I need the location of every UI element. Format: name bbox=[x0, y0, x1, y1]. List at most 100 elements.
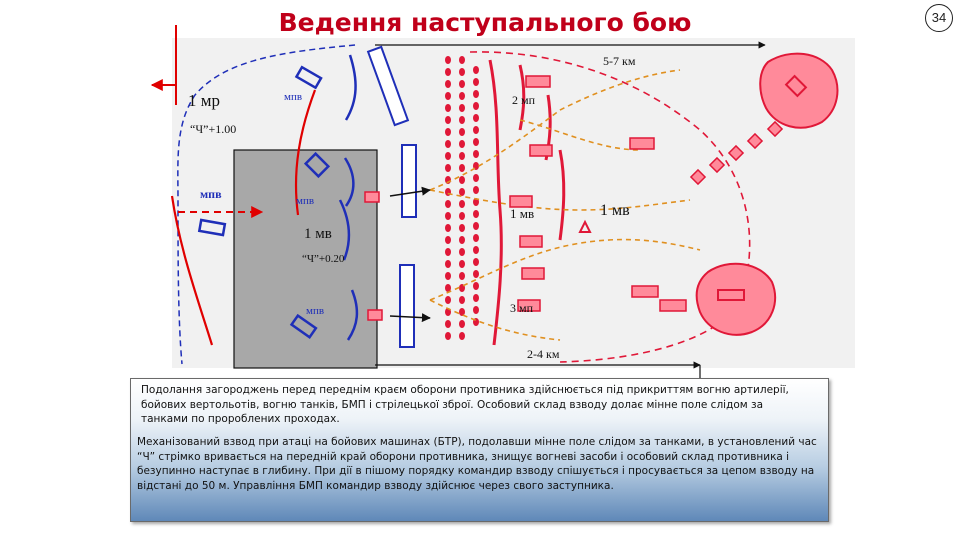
obstacle-dot bbox=[459, 224, 465, 232]
enemy-vehicle bbox=[629, 137, 655, 150]
enemy-vehicle bbox=[519, 235, 543, 248]
obstacle-dot bbox=[459, 260, 465, 268]
obstacle-dot bbox=[459, 236, 465, 244]
enemy-vehicle bbox=[517, 299, 541, 312]
advance-path-3 bbox=[429, 238, 701, 301]
minefield-3 bbox=[399, 264, 415, 348]
bmp-symbol bbox=[197, 218, 227, 237]
obstacle-dot bbox=[473, 282, 479, 290]
obstacle-dot bbox=[459, 92, 465, 100]
label-mpv: мпв bbox=[284, 91, 302, 103]
obstacle-dot bbox=[473, 102, 479, 110]
obstacle-dot bbox=[459, 200, 465, 208]
obstacle-dot bbox=[473, 246, 479, 254]
obstacle-dot bbox=[459, 140, 465, 148]
enemy-marker bbox=[766, 120, 784, 138]
obstacle-dot bbox=[473, 174, 479, 182]
obstacle-dot bbox=[459, 296, 465, 304]
obstacle-dot bbox=[445, 128, 451, 136]
obstacle-dot bbox=[459, 308, 465, 316]
obstacle-dot bbox=[445, 56, 451, 64]
description-paragraph-2: Механізований взвод при атаці на бойових… bbox=[137, 436, 817, 492]
label-time-h1: “Ч”+1.00 bbox=[190, 122, 236, 136]
label-mpv: мпв bbox=[306, 305, 324, 317]
advance-path-1 bbox=[429, 69, 681, 191]
label-unit-mr: 1 мр bbox=[188, 91, 220, 110]
phase-line-curve-bottom bbox=[170, 195, 214, 346]
enemy-trench-2 bbox=[518, 64, 526, 131]
obstacle-dot bbox=[459, 116, 465, 124]
obstacle-dot bbox=[473, 258, 479, 266]
advance-path-5 bbox=[519, 119, 641, 151]
obstacle-dot bbox=[445, 164, 451, 172]
enemy-vehicle bbox=[529, 144, 553, 157]
obstacle-dot bbox=[459, 128, 465, 136]
enemy-marker bbox=[689, 168, 707, 186]
obstacle-dot bbox=[459, 176, 465, 184]
obstacle-dot bbox=[473, 78, 479, 86]
label-enemy-3mp: 3 мп bbox=[510, 301, 534, 315]
obstacle-dot bbox=[445, 236, 451, 244]
obstacle-dot bbox=[473, 90, 479, 98]
label-depth-far: 5-7 км bbox=[603, 54, 636, 68]
enemy-vehicle bbox=[509, 195, 533, 208]
obstacle-dot bbox=[459, 332, 465, 340]
assault-markers bbox=[364, 186, 592, 323]
enemy-trench-4 bbox=[558, 149, 566, 241]
label-enemy-1mv: 1 мв bbox=[510, 206, 534, 221]
label-enemy-2mp: 2 мп bbox=[512, 93, 536, 107]
minefield-1 bbox=[366, 45, 410, 127]
obstacle-dot bbox=[459, 188, 465, 196]
obstacle-dot bbox=[445, 248, 451, 256]
obstacle-dot bbox=[445, 116, 451, 124]
enemy-observation-post bbox=[578, 219, 592, 233]
friendly-trench-2 bbox=[343, 157, 355, 207]
enemy-marker bbox=[708, 156, 726, 174]
bmp-symbol bbox=[294, 65, 323, 90]
enemy-reserve-top bbox=[759, 52, 839, 129]
obstacle-dot bbox=[473, 150, 479, 158]
obstacle-dot bbox=[445, 140, 451, 148]
obstacle-dot bbox=[445, 272, 451, 280]
label-mpv: мпв bbox=[296, 195, 314, 207]
advance-path-4 bbox=[429, 299, 561, 341]
obstacle-dot bbox=[473, 306, 479, 314]
enemy-obstacles bbox=[445, 56, 479, 340]
label-time-h2: “Ч”+0.20 bbox=[302, 253, 345, 265]
friendly-trench-4 bbox=[338, 199, 351, 261]
command-post-diamond bbox=[303, 151, 331, 179]
obstacle-dot bbox=[445, 68, 451, 76]
phase-line-curve-top bbox=[294, 89, 317, 216]
obstacle-dot bbox=[459, 212, 465, 220]
description-box: Подолання загороджень перед переднім кра… bbox=[130, 378, 829, 522]
advance-paths bbox=[429, 69, 701, 341]
minefields bbox=[366, 45, 417, 348]
enemy-reserve-bottom-symbol bbox=[717, 289, 745, 301]
obstacle-dot bbox=[445, 212, 451, 220]
obstacle-dot bbox=[445, 224, 451, 232]
enemy-diamond-chain bbox=[689, 120, 784, 186]
obstacle-dot bbox=[445, 260, 451, 268]
description-paragraph-1: Подолання загороджень перед переднім кра… bbox=[141, 384, 789, 426]
obstacle-dot bbox=[473, 138, 479, 146]
assault-marker bbox=[364, 191, 380, 203]
friendly-positions bbox=[338, 54, 359, 341]
obstacle-dot bbox=[445, 284, 451, 292]
label-mpv: мпв bbox=[200, 187, 222, 201]
obstacle-dot bbox=[445, 296, 451, 304]
advance-path-2 bbox=[429, 189, 691, 211]
obstacle-dot bbox=[473, 126, 479, 134]
enemy-vehicle bbox=[631, 285, 659, 298]
assault-marker bbox=[367, 309, 383, 321]
obstacle-dot bbox=[445, 200, 451, 208]
obstacle-dot bbox=[473, 234, 479, 242]
enemy-vehicles bbox=[509, 75, 687, 312]
enemy-marker bbox=[746, 132, 764, 150]
obstacle-dot bbox=[473, 270, 479, 278]
slide-title: Ведення наступального бою bbox=[278, 8, 692, 37]
obstacle-dot bbox=[445, 332, 451, 340]
obstacle-dot bbox=[473, 186, 479, 194]
obstacle-dot bbox=[445, 320, 451, 328]
label-depth-near: 2-4 км bbox=[527, 347, 560, 361]
bmp-symbol bbox=[289, 313, 318, 339]
